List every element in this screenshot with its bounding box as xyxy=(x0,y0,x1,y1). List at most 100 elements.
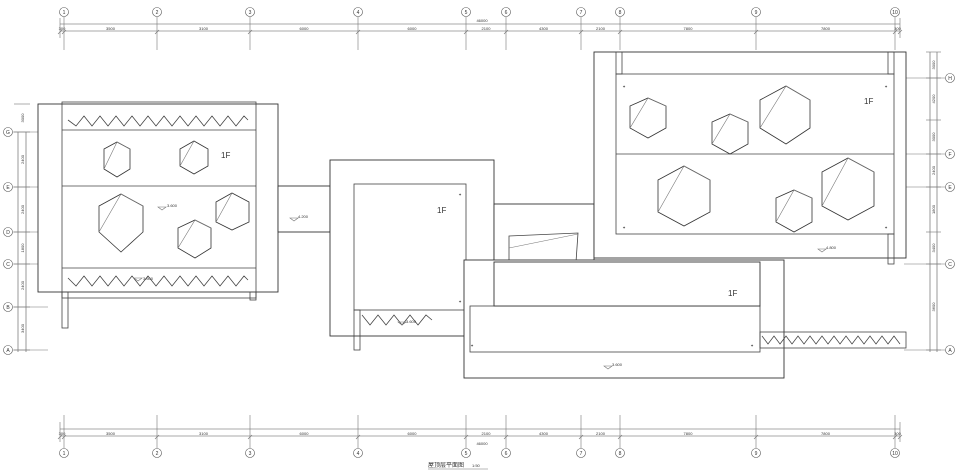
axis-bubble-col-8: 8 xyxy=(615,7,625,17)
axis-bubble-col-9: 9 xyxy=(751,7,761,17)
svg-text:4: 4 xyxy=(357,10,360,16)
bottom-total-dimension: 46000 xyxy=(476,441,488,446)
axis-bubble-col-7: 7 xyxy=(576,7,586,17)
svg-text:3: 3 xyxy=(249,451,252,457)
svg-text:✦: ✦ xyxy=(470,343,474,348)
left-dimension-0: 3000 xyxy=(20,113,25,123)
left-dimension-3: 1800 xyxy=(20,243,25,253)
bottom-dimension-6: 4300 xyxy=(539,431,549,436)
svg-text:7: 7 xyxy=(580,10,583,16)
right-dimension-5: 3400 xyxy=(931,243,936,253)
axis-bubble-col-1: 1 xyxy=(59,7,69,17)
svg-text:8: 8 xyxy=(619,451,622,457)
top-dimension-6: 4300 xyxy=(539,26,549,31)
axis-bubble-row-A: A xyxy=(3,345,13,355)
top-dimension-9: 7800 xyxy=(821,26,831,31)
floor-label-right-upper: 1F xyxy=(864,97,873,106)
caption-scale: 1:50 xyxy=(472,463,481,468)
bottom-dimension-5: 2100 xyxy=(482,431,492,436)
right-dimension-1: 4200 xyxy=(931,94,936,104)
top-dimension-4: 6000 xyxy=(408,26,418,31)
left-building-block: 1F 3.600 3.600 xyxy=(37,101,279,329)
svg-text:B: B xyxy=(6,305,10,311)
svg-text:2: 2 xyxy=(156,451,159,457)
floor-label-center: 1F xyxy=(437,206,446,215)
floor-label-right-lower: 1F xyxy=(728,289,737,298)
svg-text:✦: ✦ xyxy=(884,84,888,89)
svg-text:7: 7 xyxy=(580,451,583,457)
svg-text:1: 1 xyxy=(63,451,66,457)
svg-text:E: E xyxy=(948,185,952,191)
svg-text:H: H xyxy=(948,76,952,82)
right-dimension-0: 3000 xyxy=(931,60,936,70)
svg-text:✦: ✦ xyxy=(884,225,888,230)
left-dimension-4: 2400 xyxy=(20,280,25,290)
top-dimension-8: 7800 xyxy=(684,26,694,31)
axis-bubble-row-D: D xyxy=(3,227,13,237)
svg-text:1: 1 xyxy=(63,10,66,16)
axis-bubble-col-3: 3 xyxy=(245,448,255,458)
svg-text:A: A xyxy=(948,348,952,354)
axis-bubble-col-10: 10 xyxy=(890,448,900,458)
svg-text:9: 9 xyxy=(755,451,758,457)
bottom-dimension-2: 3100 xyxy=(199,431,209,436)
svg-text:10: 10 xyxy=(892,10,898,16)
axis-bubble-row-B: B xyxy=(3,302,13,312)
level-mark-right-lower: 3.600 xyxy=(612,362,623,367)
svg-text:4: 4 xyxy=(357,451,360,457)
right-lower-block: 1F 3.600 ✦ ✦ xyxy=(463,259,907,379)
bottom-dimension-7: 2100 xyxy=(596,431,606,436)
svg-text:✦: ✦ xyxy=(750,343,754,348)
floor-label-left: 1F xyxy=(221,151,230,160)
link-corridor-right xyxy=(493,203,595,265)
svg-text:E: E xyxy=(6,185,10,191)
axis-bubble-col-2: 2 xyxy=(152,448,162,458)
top-dimension-7: 2100 xyxy=(596,26,606,31)
axis-bubble-col-4: 4 xyxy=(353,7,363,17)
axis-bubble-col-1: 1 xyxy=(59,448,69,458)
bottom-dimension-0: 300 xyxy=(59,431,66,436)
top-dimension-0: 300 xyxy=(59,26,66,31)
svg-text:10: 10 xyxy=(892,451,898,457)
axis-bubble-col-7: 7 xyxy=(576,448,586,458)
axis-bubble-col-9: 9 xyxy=(751,448,761,458)
level-mark-corridor: 4.200 xyxy=(298,214,309,219)
top-dimension-3: 6000 xyxy=(300,26,310,31)
axis-bubble-row-right-E: E xyxy=(945,182,955,192)
axis-bubble-col-8: 8 xyxy=(615,448,625,458)
bottom-dimension-10: 300 xyxy=(894,431,901,436)
svg-text:9: 9 xyxy=(755,10,758,16)
axis-bubble-row-right-H: H xyxy=(945,73,955,83)
axis-bubble-row-C: C xyxy=(3,259,13,269)
axis-bubble-row-G: G xyxy=(3,127,13,137)
drawing-caption: 屋顶层平面图 1:50 xyxy=(428,462,488,470)
top-total-dimension: 46000 xyxy=(476,18,488,23)
axis-bubble-col-5: 5 xyxy=(461,7,471,17)
level-mark-right-upper: 4.800 xyxy=(826,245,837,250)
bottom-dimension-9: 7800 xyxy=(821,431,831,436)
svg-text:6: 6 xyxy=(505,451,508,457)
svg-text:✦: ✦ xyxy=(622,225,626,230)
left-dimension-5: 3400 xyxy=(20,323,25,333)
axis-bubble-col-10: 10 xyxy=(890,7,900,17)
axis-bubble-col-5: 5 xyxy=(461,448,471,458)
svg-text:✦: ✦ xyxy=(458,299,462,304)
bottom-dimension-1: 3500 xyxy=(106,431,116,436)
top-dimension-2: 3100 xyxy=(199,26,209,31)
svg-text:5: 5 xyxy=(465,451,468,457)
top-dimension-1: 3500 xyxy=(106,26,116,31)
svg-text:F: F xyxy=(948,152,951,158)
svg-text:C: C xyxy=(6,262,10,268)
axis-bubble-col-4: 4 xyxy=(353,448,363,458)
svg-text:2: 2 xyxy=(156,10,159,16)
right-dimension-4: 1800 xyxy=(931,204,936,214)
svg-text:6: 6 xyxy=(505,10,508,16)
caption-title: 屋顶层平面图 xyxy=(428,462,464,469)
svg-text:8: 8 xyxy=(619,10,622,16)
right-dimension-3: 2400 xyxy=(931,165,936,175)
